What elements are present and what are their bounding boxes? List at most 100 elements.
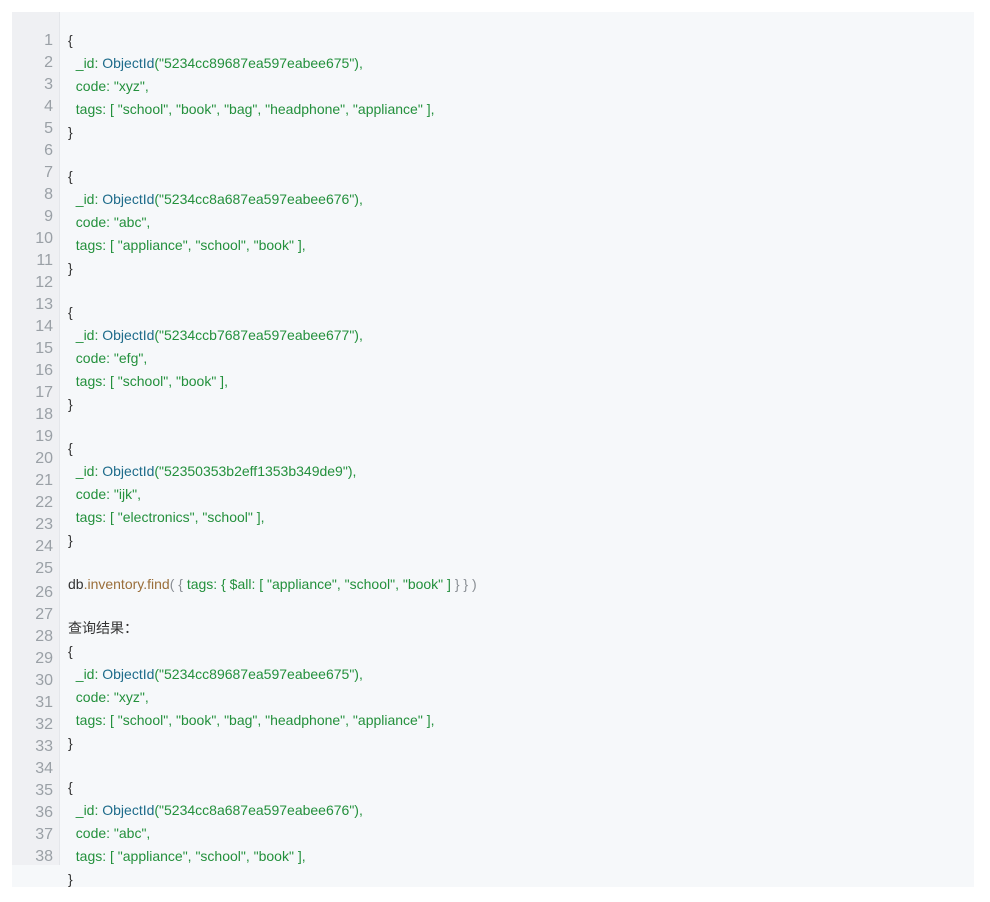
code-line: code: "abc", bbox=[68, 823, 151, 843]
code-token: tags: bbox=[186, 576, 222, 592]
code-token: ObjectId bbox=[102, 327, 155, 343]
code-token: tags: [ "school", "book", "bag", "headph… bbox=[68, 101, 435, 117]
line-number: 37 bbox=[35, 826, 53, 843]
line-number: 8 bbox=[44, 186, 53, 203]
code-line: code: "abc", bbox=[68, 212, 151, 232]
line-number: 35 bbox=[35, 782, 53, 799]
line-number: 15 bbox=[35, 340, 53, 357]
line-number: 16 bbox=[35, 362, 53, 379]
code-line: tags: [ "appliance", "school", "book" ], bbox=[68, 846, 306, 866]
line-number: 2 bbox=[44, 54, 53, 71]
line-number: 14 bbox=[35, 318, 53, 335]
line-number: 12 bbox=[35, 274, 53, 291]
code-token: ("5234cc8a687ea597eabee676"), bbox=[154, 191, 363, 207]
code-token: ObjectId bbox=[102, 191, 155, 207]
code-token: { bbox=[68, 779, 73, 795]
code-token: 查询结果： bbox=[68, 620, 138, 636]
code-token: { bbox=[68, 168, 73, 184]
line-number: 1 bbox=[44, 32, 53, 49]
code-line: _id: ObjectId("52350353b2eff1353b349de9"… bbox=[68, 461, 357, 481]
line-number: 22 bbox=[35, 494, 53, 511]
code-token: } bbox=[68, 532, 73, 548]
line-number: 25 bbox=[35, 560, 53, 577]
code-line: 查询结果： bbox=[68, 618, 138, 638]
code-line: _id: ObjectId("5234ccb7687ea597eabee677"… bbox=[68, 325, 363, 345]
code-line: _id: ObjectId("5234cc8a687ea597eabee676"… bbox=[68, 800, 363, 820]
line-number: 26 bbox=[35, 584, 53, 601]
code-token: { bbox=[178, 576, 187, 592]
code-token: _id: bbox=[68, 191, 103, 207]
code-token: code: "abc", bbox=[68, 825, 151, 841]
code-line: tags: [ "school", "book", "bag", "headph… bbox=[68, 710, 435, 730]
code-token: } bbox=[68, 735, 73, 751]
code-token: ("5234ccb7687ea597eabee677"), bbox=[154, 327, 363, 343]
code-line: _id: ObjectId("5234cc89687ea597eabee675"… bbox=[68, 664, 363, 684]
code-token: } bbox=[68, 260, 73, 276]
line-number: 38 bbox=[35, 848, 53, 865]
code-token: code: "xyz", bbox=[68, 78, 149, 94]
code-token: _id: bbox=[68, 55, 103, 71]
line-number: 30 bbox=[35, 672, 53, 689]
code-line: code: "xyz", bbox=[68, 76, 149, 96]
line-number: 19 bbox=[35, 428, 53, 445]
code-line: } bbox=[68, 530, 73, 550]
code-token: db bbox=[68, 576, 84, 592]
code-token: } } ) bbox=[450, 576, 477, 592]
line-number: 34 bbox=[35, 760, 53, 777]
code-token: tags: [ "school", "book" ], bbox=[68, 373, 228, 389]
code-line: { bbox=[68, 438, 73, 458]
line-number: 20 bbox=[35, 450, 53, 467]
code-token: ObjectId bbox=[102, 802, 155, 818]
line-number: 4 bbox=[44, 98, 53, 115]
line-number: 11 bbox=[36, 252, 53, 269]
code-line: } bbox=[68, 869, 73, 889]
code-token: tags: [ "appliance", "school", "book" ], bbox=[68, 848, 306, 864]
code-line: } bbox=[68, 122, 73, 142]
line-number: 10 bbox=[35, 230, 53, 247]
line-number: 31 bbox=[35, 694, 53, 711]
code-line: } bbox=[68, 258, 73, 278]
code-line: } bbox=[68, 733, 73, 753]
code-line: _id: ObjectId("5234cc89687ea597eabee675"… bbox=[68, 53, 363, 73]
code-token: ("5234cc89687ea597eabee675"), bbox=[154, 666, 363, 682]
line-number: 7 bbox=[44, 164, 53, 181]
line-number: 36 bbox=[35, 804, 53, 821]
line-number: 28 bbox=[35, 628, 53, 645]
code-line: tags: [ "school", "book", "bag", "headph… bbox=[68, 99, 435, 119]
code-line: code: "ijk", bbox=[68, 484, 141, 504]
code-line: db.inventory.find( { tags: { $all: [ "ap… bbox=[68, 574, 477, 594]
line-number: 21 bbox=[35, 472, 53, 489]
code-token: tags: [ "appliance", "school", "book" ], bbox=[68, 237, 306, 253]
code-token: { bbox=[68, 643, 73, 659]
code-line: code: "efg", bbox=[68, 348, 147, 368]
code-line: { bbox=[68, 166, 73, 186]
code-line: _id: ObjectId("5234cc8a687ea597eabee676"… bbox=[68, 189, 363, 209]
code-token: ObjectId bbox=[102, 666, 155, 682]
code-token: _id: bbox=[68, 327, 103, 343]
line-number: 3 bbox=[44, 76, 53, 93]
line-number: 29 bbox=[35, 650, 53, 667]
code-token: code: "abc", bbox=[68, 214, 151, 230]
line-number: 33 bbox=[35, 738, 53, 755]
code-line: { bbox=[68, 777, 73, 797]
code-token: tags: [ "school", "book", "bag", "headph… bbox=[68, 712, 435, 728]
line-number: 13 bbox=[35, 296, 53, 313]
line-number: 24 bbox=[35, 538, 53, 555]
code-token: } bbox=[68, 396, 73, 412]
code-token: ("5234cc89687ea597eabee675"), bbox=[154, 55, 363, 71]
line-number: 23 bbox=[35, 516, 53, 533]
code-line: { bbox=[68, 30, 73, 50]
code-line: { bbox=[68, 641, 73, 661]
line-number: 5 bbox=[44, 120, 53, 137]
code-token: { bbox=[68, 440, 73, 456]
line-number: 9 bbox=[44, 208, 53, 225]
code-token: { bbox=[68, 304, 73, 320]
code-line: { bbox=[68, 302, 73, 322]
code-token: ("5234cc8a687ea597eabee676"), bbox=[154, 802, 363, 818]
code-line: tags: [ "appliance", "school", "book" ], bbox=[68, 235, 306, 255]
code-token: { bbox=[68, 32, 73, 48]
code-token: } bbox=[68, 124, 73, 140]
code-token: ObjectId bbox=[102, 55, 155, 71]
